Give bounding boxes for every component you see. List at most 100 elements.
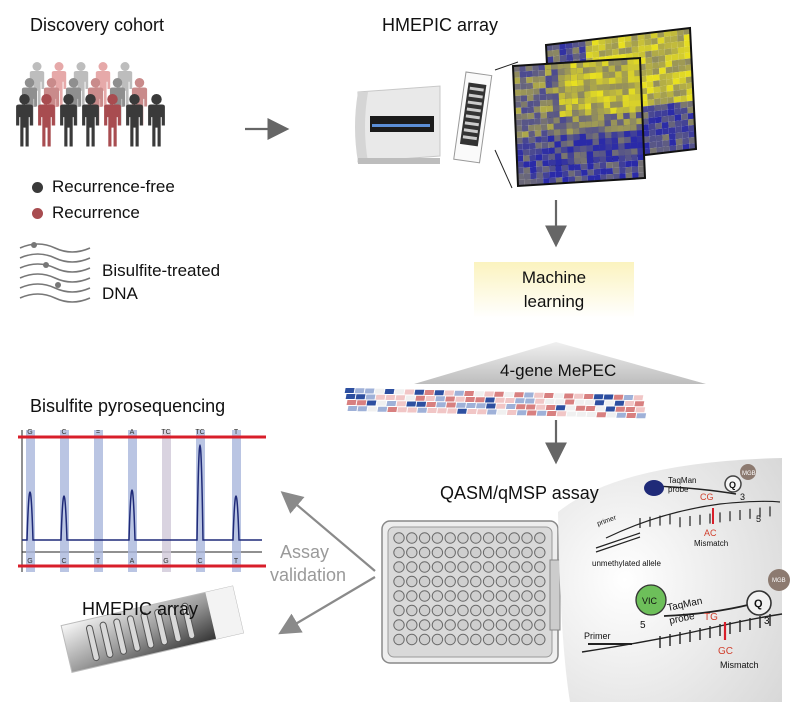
heatmap-cell xyxy=(532,76,540,83)
heatmap-cell xyxy=(579,133,587,140)
heatmap-cell xyxy=(542,166,550,173)
heatmap-cell xyxy=(605,150,613,157)
heatmap-cell xyxy=(516,149,524,156)
heatmap-cell xyxy=(649,135,657,143)
heatmap-cell xyxy=(574,164,581,171)
mepec-cell xyxy=(585,406,596,411)
mepec-cell xyxy=(513,392,524,398)
heatmap-cell xyxy=(688,130,696,138)
heatmap-cell xyxy=(560,134,568,142)
heatmap-cell xyxy=(668,133,676,140)
heatmap-cell xyxy=(558,92,566,100)
heatmap-cell xyxy=(547,117,554,124)
heatmap-cell xyxy=(521,125,529,132)
u-mgb-label: MGB xyxy=(742,471,756,477)
heatmap-cell xyxy=(682,143,690,151)
array-slide-icon xyxy=(453,71,493,164)
heatmap-cell xyxy=(528,136,536,144)
person-icon xyxy=(148,94,165,147)
heatmap-cell xyxy=(621,70,629,78)
heatmap-cell xyxy=(582,61,590,68)
heatmap-cell xyxy=(554,153,562,160)
heatmap-cell xyxy=(516,137,523,144)
mepec-cell xyxy=(614,400,625,406)
u-cg-label: CG xyxy=(700,492,714,502)
heatmap-cell xyxy=(659,67,666,75)
heatmap-cell xyxy=(689,142,696,150)
well xyxy=(406,604,418,617)
heatmap-cell xyxy=(552,43,560,51)
heatmap-cell xyxy=(630,124,637,131)
mepec-cell xyxy=(555,405,566,411)
heatmap-cell xyxy=(561,158,569,166)
heatmap-cell xyxy=(630,130,637,137)
well xyxy=(534,532,546,544)
heatmap-cell xyxy=(565,98,572,105)
heatmap-cell xyxy=(538,70,546,77)
heatmap-cell xyxy=(676,28,684,36)
heatmap-cell xyxy=(599,162,607,169)
heatmap-cell xyxy=(637,148,644,155)
heatmap-cell xyxy=(592,44,599,52)
heatmap-cell xyxy=(532,82,540,89)
heatmap-cell xyxy=(532,70,539,77)
heatmap-cell xyxy=(646,81,654,88)
pyro-lane xyxy=(94,430,103,572)
heatmap-cell xyxy=(558,98,566,106)
heatmap-cell xyxy=(602,72,609,79)
chip-strip xyxy=(85,624,100,662)
mepec-cell xyxy=(445,396,456,402)
heatmap-cell xyxy=(604,114,611,121)
heatmap-cell xyxy=(577,85,585,92)
mepec-cell xyxy=(374,388,385,394)
heatmap-cell xyxy=(645,50,652,58)
heatmap-cell xyxy=(685,76,693,84)
heatmap-cell xyxy=(645,56,653,64)
heatmap-cell xyxy=(568,176,576,183)
heatmap-cell xyxy=(637,39,645,47)
well xyxy=(495,604,508,617)
mepec-cell xyxy=(506,410,517,415)
heatmap-cell xyxy=(561,152,568,160)
well xyxy=(418,532,431,544)
mepec-cell xyxy=(464,391,475,396)
heatmap-cell xyxy=(570,74,578,81)
l-three-label: 3 xyxy=(764,616,770,627)
well xyxy=(482,561,495,573)
mepec-cell xyxy=(416,401,427,407)
mepec-cell xyxy=(434,390,445,396)
heatmap-cell xyxy=(545,75,552,82)
qasm-title: QASM/qMSP assay xyxy=(440,483,599,503)
mepec-cell xyxy=(495,403,506,409)
heatmap-cell xyxy=(596,90,604,97)
heatmap-cell xyxy=(557,62,565,70)
heatmap-cell xyxy=(561,170,569,178)
heatmap-cell xyxy=(686,82,693,90)
well xyxy=(470,590,482,602)
heatmap-cell xyxy=(573,134,580,141)
pyro-bottom-base: A xyxy=(130,558,135,565)
discovery-cohort-title: Discovery cohort xyxy=(30,15,165,35)
well xyxy=(482,546,495,559)
heatmap-cell xyxy=(647,99,655,107)
heatmap-cell xyxy=(635,106,643,113)
heatmap-cell xyxy=(674,120,682,128)
heatmap-cell xyxy=(563,62,571,69)
cohort-people-icon xyxy=(16,62,165,147)
heatmap-cell xyxy=(615,83,623,90)
heatmap-cell xyxy=(595,60,603,67)
heatmap-cell xyxy=(643,142,650,150)
mepec-cell xyxy=(466,403,476,408)
heatmap-cell xyxy=(528,142,536,150)
heatmap-cell xyxy=(631,160,639,167)
heatmap-cell xyxy=(551,63,558,70)
mepec-cell xyxy=(385,395,396,400)
heatmap-cell xyxy=(521,119,529,126)
heatmap-cell xyxy=(664,48,672,56)
heatmap-cell xyxy=(584,109,592,116)
heatmap-cell xyxy=(648,117,656,125)
heatmap-cell xyxy=(687,112,695,120)
heatmap-cell xyxy=(680,95,688,103)
well xyxy=(470,604,482,617)
heatmap-cell xyxy=(549,177,557,184)
